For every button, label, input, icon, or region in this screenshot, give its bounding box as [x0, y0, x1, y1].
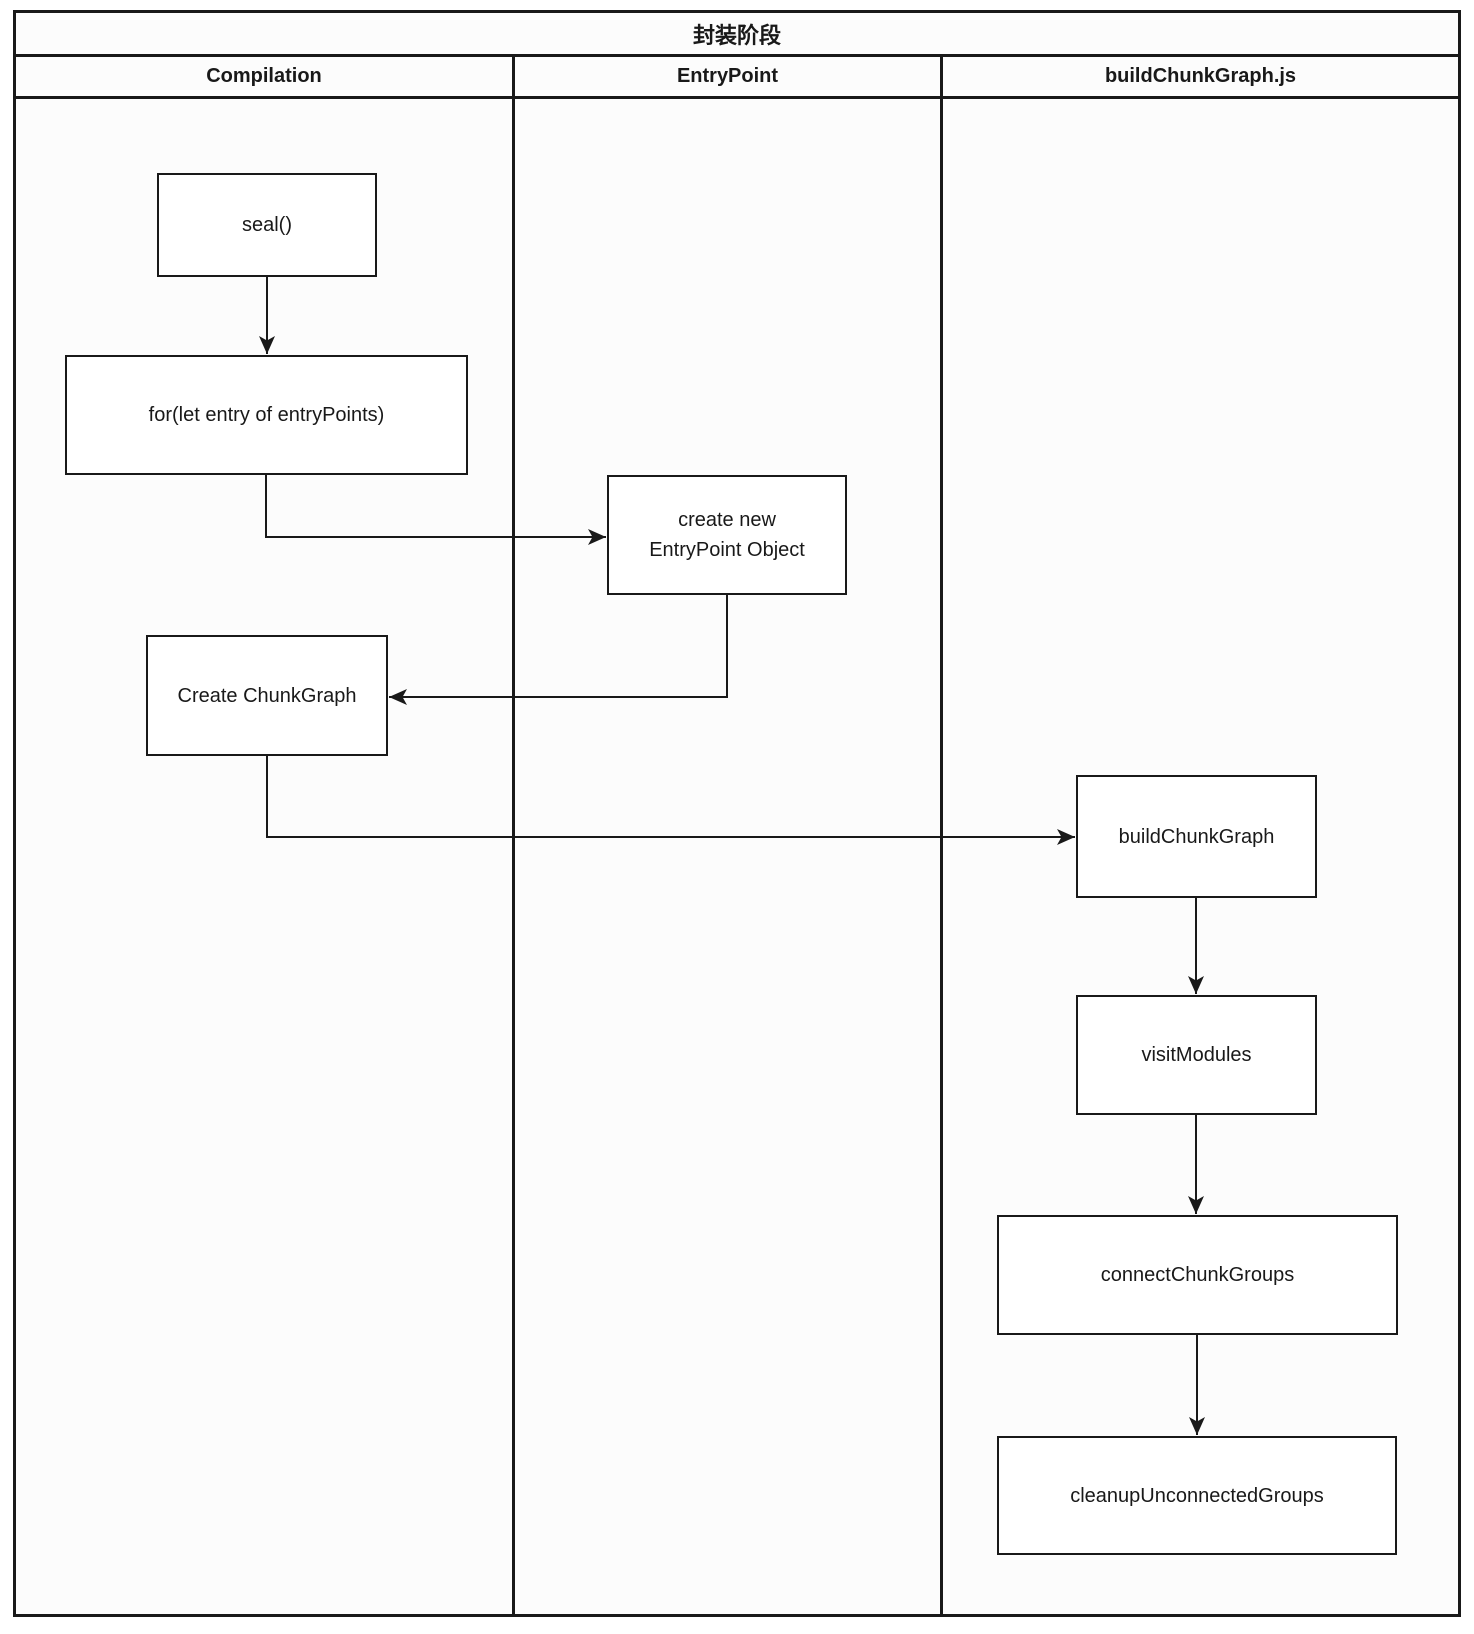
lane-header-buildchunkgraph-js: buildChunkGraph.js — [1104, 65, 1297, 87]
node-cleanup-unconnected-groups: cleanupUnconnectedGroups — [997, 1436, 1397, 1555]
node-create-entrypoint-object: create new EntryPoint Object — [607, 475, 847, 595]
node-for-entry-loop: for(let entry of entryPoints) — [65, 355, 468, 475]
node-seal: seal() — [157, 173, 377, 277]
lane-entrypoint — [515, 99, 943, 1614]
lane-body — [16, 99, 1458, 1614]
lane-header-row: Compilation EntryPoint buildChunkGraph.j… — [16, 57, 1458, 99]
node-create-chunkgraph: Create ChunkGraph — [146, 635, 388, 756]
lane-header-compilation: Compilation — [16, 57, 515, 96]
lane-header-entrypoint: EntryPoint — [515, 57, 943, 96]
lane-compilation — [16, 99, 515, 1614]
node-connect-chunkgroups: connectChunkGroups — [997, 1215, 1398, 1335]
node-visit-modules: visitModules — [1076, 995, 1317, 1115]
node-build-chunkgraph: buildChunkGraph — [1076, 775, 1317, 898]
diagram-title: 封装阶段 — [16, 13, 1458, 57]
